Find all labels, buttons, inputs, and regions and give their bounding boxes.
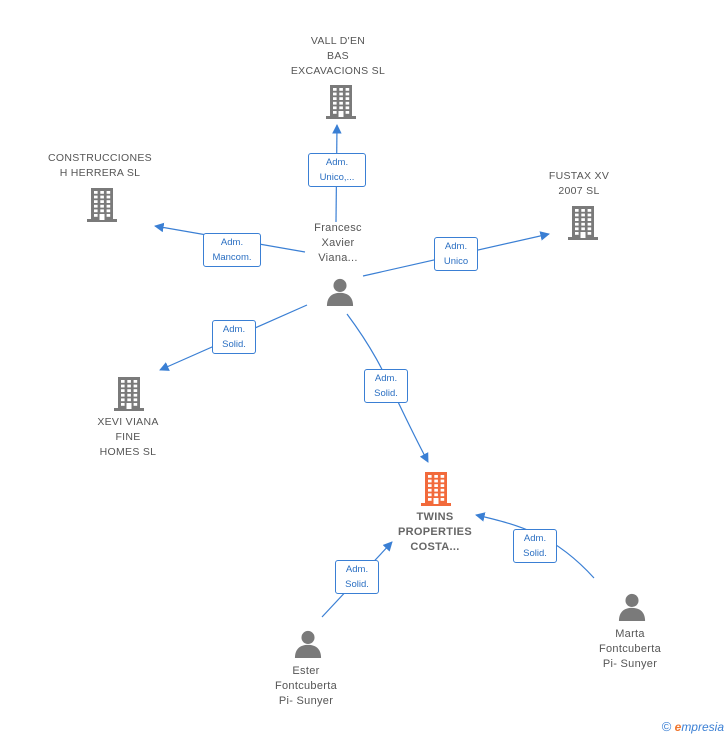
edge-role-label[interactable]: Adm. Solid. bbox=[364, 369, 408, 403]
node-label[interactable]: TWINS PROPERTIES COSTA... bbox=[398, 511, 472, 553]
building-icon[interactable] bbox=[421, 472, 451, 511]
building-icon[interactable] bbox=[568, 206, 598, 245]
edge-role-label[interactable]: Adm. Unico,... bbox=[308, 153, 366, 187]
edge-role-label[interactable]: Adm. Solid. bbox=[335, 560, 379, 594]
node-label[interactable]: FUSTAX XV 2007 SL bbox=[548, 170, 610, 197]
node-label[interactable]: Marta Fontcuberta Pi- Sunyer bbox=[598, 628, 661, 670]
brand-name: mpresia bbox=[681, 720, 724, 734]
node-label[interactable]: Ester Fontcuberta Pi- Sunyer bbox=[274, 665, 337, 707]
building-icon[interactable] bbox=[87, 188, 117, 227]
node-label[interactable]: XEVI VIANA FINE HOMES SL bbox=[97, 416, 159, 458]
copyright-icon: © bbox=[661, 719, 672, 734]
building-icon[interactable] bbox=[326, 85, 356, 124]
brand-initial: e bbox=[674, 720, 682, 734]
node-label[interactable]: Francesc Xavier Viana... bbox=[314, 222, 362, 264]
brand-footer: © empresia bbox=[662, 719, 724, 734]
node-label[interactable]: VALL D'EN BAS EXCAVACIONS SL bbox=[290, 35, 386, 77]
person-icon[interactable] bbox=[617, 593, 647, 626]
person-icon[interactable] bbox=[293, 630, 323, 663]
node-label[interactable]: CONSTRUCCIONES H HERRERA SL bbox=[48, 152, 152, 179]
edge-role-label[interactable]: Adm. Solid. bbox=[513, 529, 557, 563]
edge-role-label[interactable]: Adm. Mancom. bbox=[203, 233, 261, 267]
building-icon[interactable] bbox=[114, 377, 144, 416]
edge-role-label[interactable]: Adm. Solid. bbox=[212, 320, 256, 354]
edge-role-label[interactable]: Adm. Unico bbox=[434, 237, 478, 271]
person-icon[interactable] bbox=[325, 278, 355, 311]
